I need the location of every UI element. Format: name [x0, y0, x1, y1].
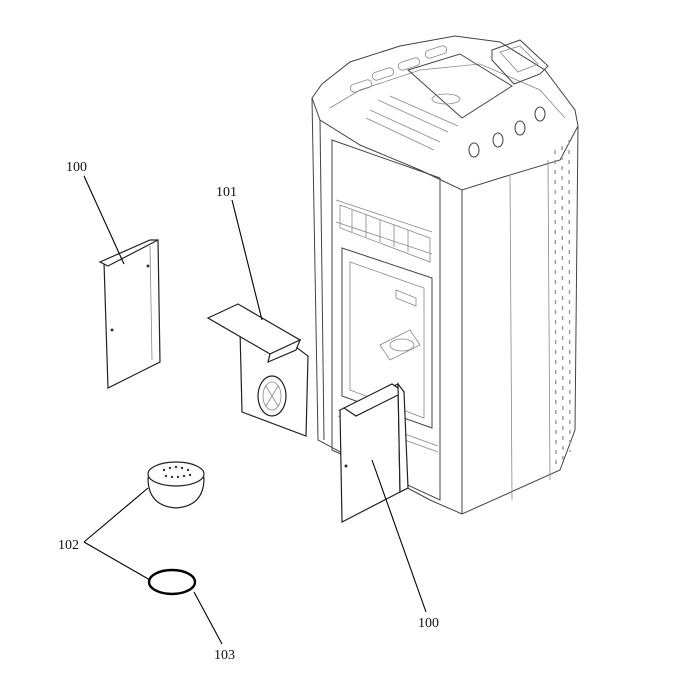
leader-lines [83, 175, 427, 645]
callout-100-left: 100 [66, 160, 87, 175]
callout-100-right: 100 [418, 616, 439, 631]
burner-pot [147, 461, 205, 509]
callout-102: 102 [58, 538, 79, 553]
callout-101: 101 [216, 185, 237, 200]
side-panel-right [339, 382, 409, 523]
side-panel-left [98, 239, 161, 389]
baffle-plate [206, 303, 309, 437]
side-louvers [554, 139, 571, 471]
gasket-ring [147, 568, 197, 596]
callout-103: 103 [214, 648, 235, 663]
